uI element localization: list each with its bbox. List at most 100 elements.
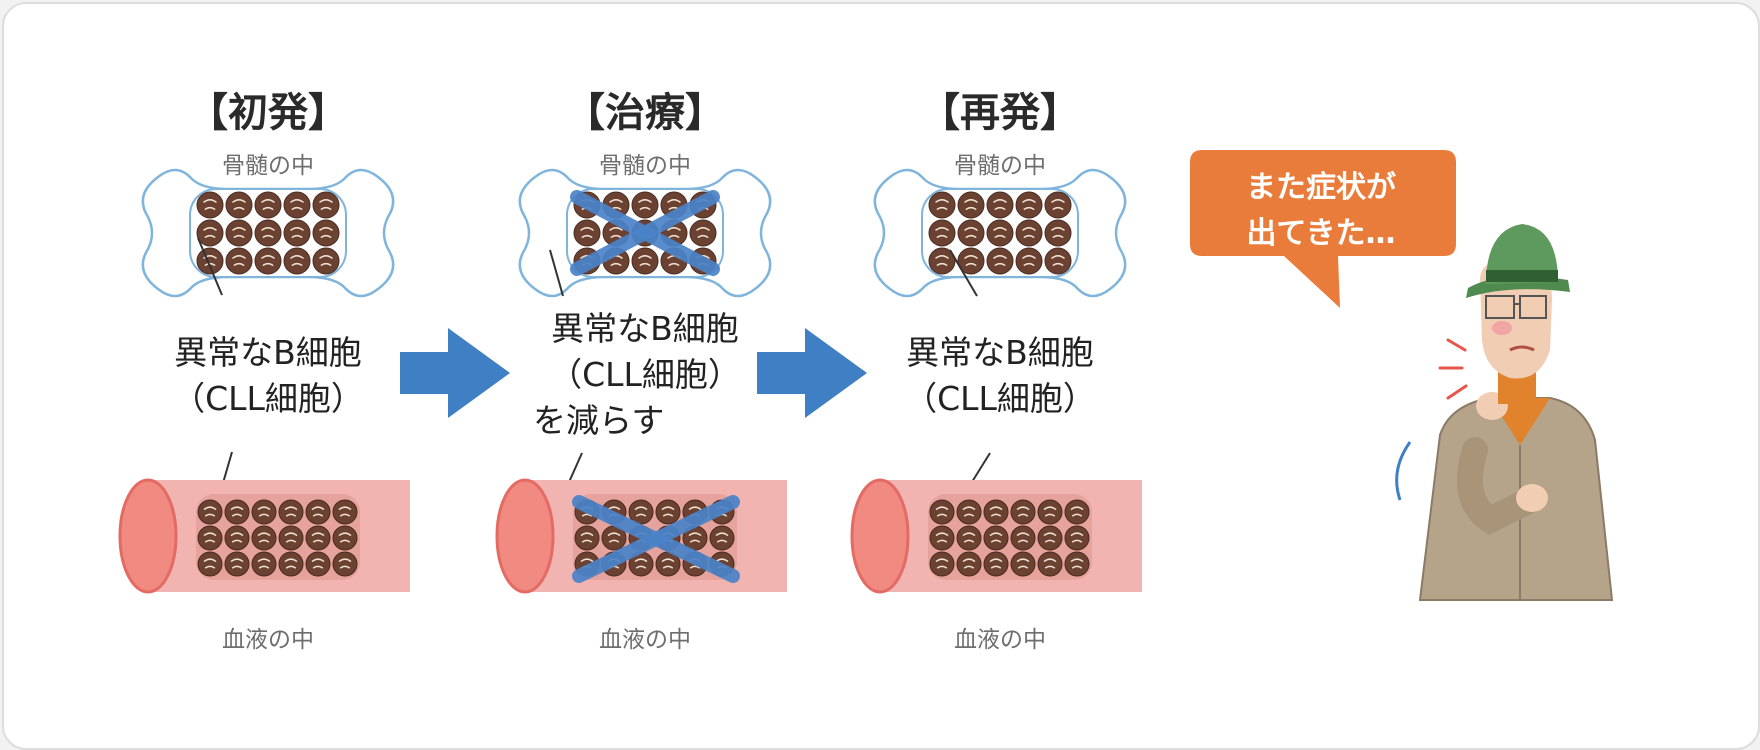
marrow-label: 骨髄の中	[222, 153, 314, 179]
cll-cell	[224, 551, 250, 577]
cll-cell	[196, 219, 224, 247]
speech-line: また症状が	[1246, 170, 1396, 205]
cll-cell	[709, 525, 735, 551]
cll-cell	[196, 191, 224, 219]
cll-cell	[251, 551, 277, 577]
cll-cell	[929, 499, 955, 525]
bone-marrow-illustration	[141, 168, 395, 298]
cll-cell	[254, 219, 282, 247]
cll-cell	[312, 247, 340, 275]
cll-cell	[655, 551, 681, 577]
cll-cell	[986, 219, 1014, 247]
blood-vessel-illustration	[495, 478, 787, 594]
cll-cell	[1044, 247, 1072, 275]
cll-cell	[1044, 191, 1072, 219]
cll-cell	[929, 551, 955, 577]
bone-marrow-illustration	[873, 168, 1127, 298]
stage-title: 【治療】	[565, 90, 725, 136]
cll-cell	[254, 247, 282, 275]
cell-label: 異常なB細胞 （CLL細胞）	[118, 330, 418, 422]
cll-cell	[1037, 551, 1063, 577]
cll-cell	[254, 191, 282, 219]
pain-lines-icon	[1438, 338, 1468, 400]
cll-cell	[332, 551, 358, 577]
cell-label-line: （CLL細胞）	[172, 379, 364, 418]
cll-cell	[689, 219, 717, 247]
cll-cell	[197, 551, 223, 577]
cll-cell	[956, 525, 982, 551]
stage-title: 【初発】	[188, 90, 348, 136]
cll-cell	[283, 219, 311, 247]
cll-cell	[1010, 525, 1036, 551]
cll-cell	[983, 525, 1009, 551]
cll-cell	[224, 525, 250, 551]
cll-cell	[1064, 499, 1090, 525]
cll-cell	[1015, 219, 1043, 247]
cll-cell	[1044, 219, 1072, 247]
cll-cell	[986, 247, 1014, 275]
elderly-man-illustration	[1395, 224, 1614, 601]
speech-line: 出てきた…	[1246, 216, 1396, 251]
cll-cell	[1010, 499, 1036, 525]
cell-label-line: を減らす	[533, 401, 665, 440]
cll-cell	[251, 525, 277, 551]
cll-cell	[305, 525, 331, 551]
cll-cell	[278, 551, 304, 577]
cll-cell	[312, 219, 340, 247]
marrow-label: 骨髄の中	[954, 153, 1046, 179]
stage-treatment: 【治療】 骨髄の中 異常なB細胞 （CLL細胞） を減らす 血液の中	[495, 0, 795, 750]
cll-cell	[928, 219, 956, 247]
cll-cell	[251, 499, 277, 525]
cll-cell	[283, 191, 311, 219]
cll-cell	[196, 247, 224, 275]
cll-cell	[225, 247, 253, 275]
marrow-label: 骨髄の中	[599, 153, 691, 179]
bone-marrow-illustration	[518, 168, 772, 298]
cll-cell	[957, 247, 985, 275]
cell-label-line: 異常なB細胞	[174, 333, 362, 372]
cll-cell	[986, 191, 1014, 219]
cell-label-line: （CLL細胞）	[904, 379, 1096, 418]
cll-cell	[278, 499, 304, 525]
cll-cell	[1037, 499, 1063, 525]
blood-vessel-illustration	[850, 478, 1142, 594]
speech-bubble	[1190, 150, 1456, 308]
right-arrow-icon	[400, 328, 510, 418]
cll-cell	[225, 191, 253, 219]
cell-label: 異常なB細胞 （CLL細胞） を減らす	[495, 306, 795, 444]
cell-label-line: 異常なB細胞	[551, 309, 739, 348]
cll-cell	[1064, 525, 1090, 551]
cll-cell	[631, 191, 659, 219]
speech-bubble-text: また症状が 出てきた…	[1190, 165, 1452, 257]
stage-relapse: 【再発】 骨髄の中 異常なB細胞 （CLL細胞） 血液の中	[850, 0, 1150, 750]
cll-cell	[278, 525, 304, 551]
cll-cell	[956, 551, 982, 577]
cll-cell	[983, 551, 1009, 577]
cll-cell	[573, 219, 601, 247]
blood-label: 血液の中	[222, 627, 314, 653]
cross-mark-icon	[570, 190, 720, 276]
cll-cell	[655, 499, 681, 525]
cll-cell	[957, 219, 985, 247]
cll-cell	[1010, 551, 1036, 577]
cross-mark-icon	[572, 495, 740, 583]
cll-cell	[332, 499, 358, 525]
blood-label: 血液の中	[954, 627, 1046, 653]
blood-label: 血液の中	[599, 627, 691, 653]
cll-cell	[928, 247, 956, 275]
cll-cell	[628, 499, 654, 525]
cell-label: 異常なB細胞 （CLL細胞）	[850, 330, 1150, 422]
cll-cell	[957, 191, 985, 219]
cll-cell	[574, 525, 600, 551]
cll-cell	[928, 191, 956, 219]
blood-vessel-illustration	[118, 478, 410, 594]
cll-cell	[283, 247, 311, 275]
cll-cell	[305, 551, 331, 577]
cll-cell	[631, 247, 659, 275]
cll-cell	[1015, 191, 1043, 219]
stage-initial: 【初発】 骨髄の中 異常なB細胞 （CLL細胞） 血液の中	[118, 0, 418, 750]
right-arrow-icon	[757, 328, 867, 418]
cll-cell	[1037, 525, 1063, 551]
cll-cell	[305, 499, 331, 525]
